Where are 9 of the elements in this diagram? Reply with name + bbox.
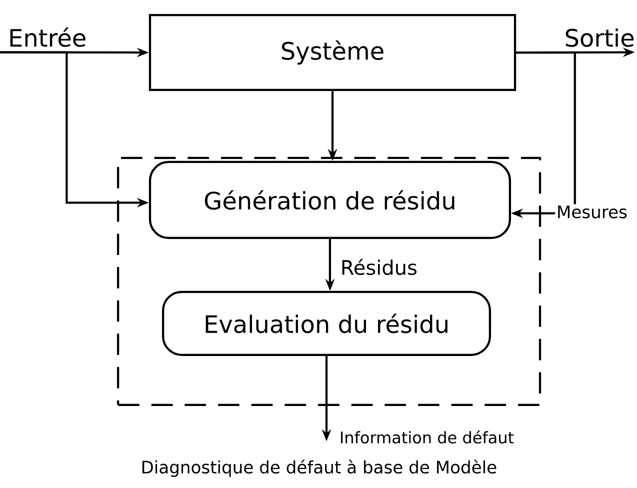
edge-label: Information de défaut xyxy=(338,429,516,445)
node-label: Diagnostique de défaut à base de Modèle xyxy=(142,460,496,477)
process-box: Système xyxy=(148,14,516,92)
rounded-box: Génération de résidu xyxy=(148,160,512,240)
output-label: Sortie xyxy=(566,28,634,47)
rounded-box: Evaluation du résidu xyxy=(162,290,492,356)
input-label: Entrée xyxy=(10,27,86,47)
edge-label: Mesures xyxy=(555,204,629,220)
edge-label: Résidus xyxy=(339,257,419,276)
